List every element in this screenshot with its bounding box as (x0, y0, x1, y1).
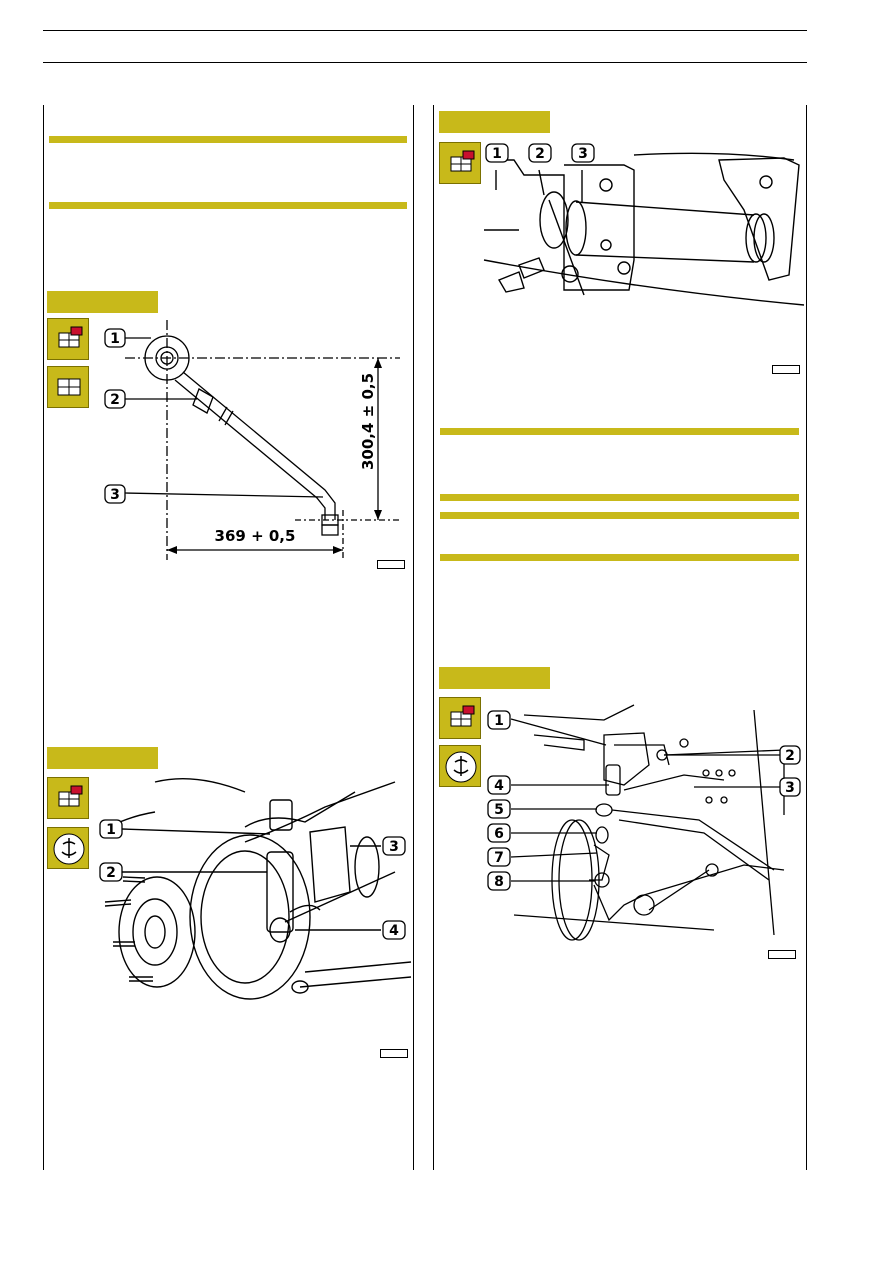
callout-3 (104, 484, 126, 504)
note-bar-bottom (49, 202, 407, 209)
remove-refit-icon (439, 142, 481, 184)
callout-7-label: 7 (494, 850, 504, 866)
figure-tab-3 (439, 111, 550, 133)
callout-8 (487, 871, 511, 891)
header-rule-top (43, 30, 807, 31)
callout-3 (571, 143, 595, 163)
remove-refit-icon (47, 318, 89, 360)
callout-2 (528, 143, 552, 163)
callout-1-label: 1 (494, 713, 504, 729)
note-bar-top (49, 136, 407, 143)
callout-2-label: 2 (535, 146, 545, 162)
note-bar-3 (440, 512, 799, 519)
figure-tab-1 (47, 291, 158, 313)
header-rule-bottom (43, 62, 807, 63)
callout-1-label: 1 (492, 146, 502, 162)
figure-number-box-4 (768, 950, 796, 959)
left-column-border (43, 105, 44, 1170)
callout-1 (487, 710, 511, 730)
callout-1 (99, 819, 123, 839)
lubricate-icon (47, 827, 89, 869)
callout-1 (485, 143, 509, 163)
remove-refit-icon (439, 697, 481, 739)
figure-tab-4 (439, 667, 550, 689)
callout-2-label: 2 (106, 865, 116, 881)
note-bar-4 (440, 554, 799, 561)
figure-number-box-1 (377, 560, 405, 569)
callout-4 (382, 920, 406, 940)
callout-4-label: 4 (389, 923, 399, 939)
lubricate-icon (439, 745, 481, 787)
check-adjust-icon (47, 366, 89, 408)
callout-6-label: 6 (494, 826, 504, 842)
callout-1-label: 1 (110, 331, 120, 347)
tie-rod-dimension-diagram: 1 2 3 300,4 ± 0,5 369 + 0,5 (104, 320, 400, 560)
front-suspension-hub-drawing: 1 2 3 4 (99, 778, 412, 1000)
right-column-border (806, 105, 807, 1170)
callout-1-label: 1 (106, 822, 116, 838)
tie-rod-mount-drawing: 1 2 3 (483, 143, 805, 306)
callout-3 (382, 836, 406, 856)
figure-number-box-3 (772, 365, 800, 374)
center-divider-right (433, 105, 434, 1170)
figure-tab-2 (47, 747, 158, 769)
callout-4 (487, 775, 511, 795)
note-bar-1 (440, 428, 799, 435)
callout-3-label: 3 (389, 839, 399, 855)
callout-5-label: 5 (494, 802, 504, 818)
center-divider-left (413, 105, 414, 1170)
callout-4-label: 4 (494, 778, 504, 794)
callout-3-label: 3 (785, 780, 795, 796)
note-bar-2 (440, 494, 799, 501)
callout-2 (779, 745, 801, 765)
callout-5 (487, 799, 511, 819)
dimension-vertical: 300,4 ± 0,5 (359, 373, 377, 470)
remove-refit-icon (47, 777, 89, 819)
callout-1 (104, 328, 126, 348)
callout-8-label: 8 (494, 874, 504, 890)
callout-2-label: 2 (110, 392, 120, 408)
dimension-horizontal: 369 + 0,5 (215, 527, 296, 545)
figure-number-box-2 (380, 1049, 408, 1058)
steering-linkage-drawing: 1 2 3 4 5 6 7 8 (487, 704, 801, 941)
callout-3-label: 3 (578, 146, 588, 162)
callout-3 (779, 777, 801, 797)
callout-7 (487, 847, 511, 867)
callout-2 (99, 862, 123, 882)
callout-2 (104, 389, 126, 409)
callout-3-label: 3 (110, 487, 120, 503)
callout-6 (487, 823, 511, 843)
callout-2-label: 2 (785, 748, 795, 764)
